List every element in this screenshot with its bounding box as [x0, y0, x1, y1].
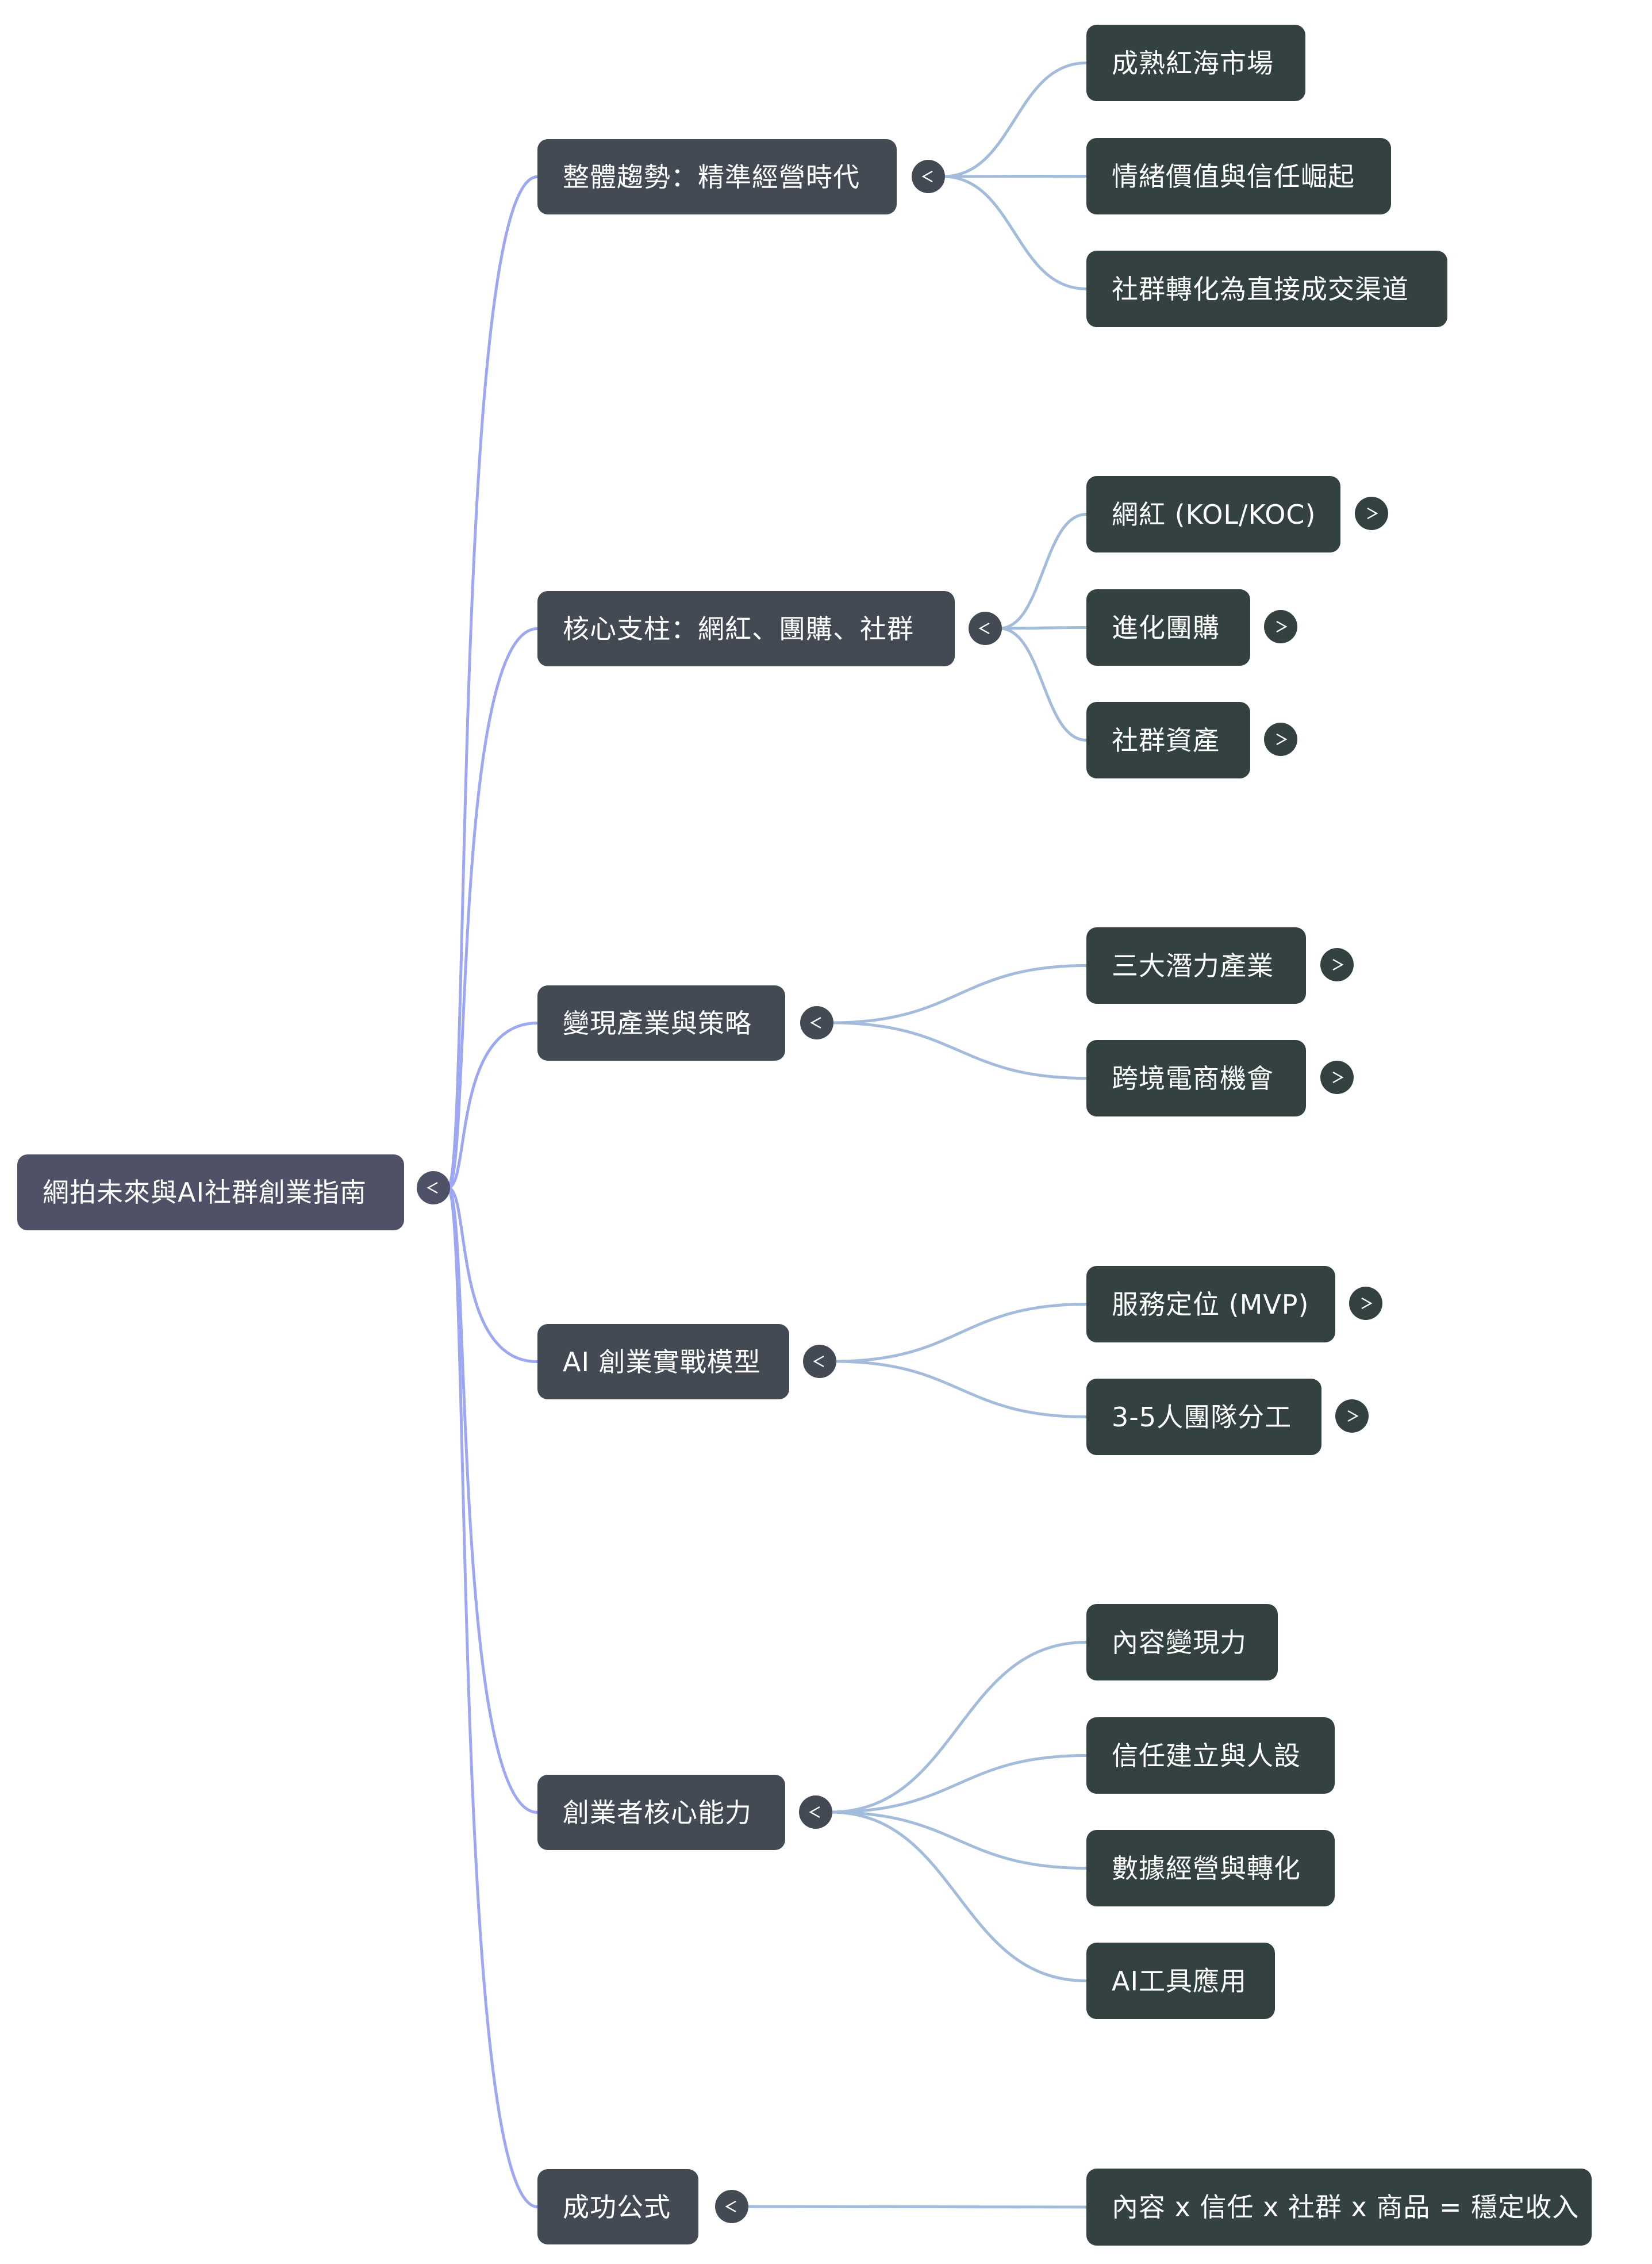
leaf-node-label: 社群資產	[1112, 724, 1220, 756]
chevron-right-icon	[1367, 507, 1378, 520]
leaf-node-label: 網紅 (KOL/KOC)	[1112, 498, 1316, 530]
branch-node-label: 成功公式	[563, 2191, 671, 2223]
chevron-right-icon	[1347, 1410, 1359, 1422]
chevron-right-icon	[1361, 1297, 1373, 1310]
leaf-node-label: 跨境電商機會	[1112, 1062, 1274, 1094]
branch-to-leaf-connector	[942, 175, 1087, 290]
collapse-branch-button[interactable]	[715, 2190, 748, 2223]
collapse-branch-button[interactable]	[800, 1006, 833, 1039]
leaf-node[interactable]: 網紅 (KOL/KOC)	[1086, 476, 1340, 552]
leaf-node-label: 社群轉化為直接成交渠道	[1112, 273, 1409, 305]
leaf-node[interactable]: 成熟紅海市場	[1086, 25, 1305, 101]
branch-to-leaf-connector	[829, 1641, 1087, 1814]
branch-to-leaf-connector	[829, 1754, 1087, 1814]
chevron-right-icon	[1332, 958, 1344, 971]
branch-node[interactable]: 變現產業與策略	[537, 985, 785, 1061]
branch-node[interactable]: 成功公式	[537, 2169, 698, 2244]
root-node[interactable]: 網拍未來與AI社群創業指南	[17, 1154, 404, 1230]
branch-to-leaf-connector	[942, 175, 1087, 178]
leaf-node[interactable]: 情緒價值與信任崛起	[1086, 138, 1391, 214]
expand-leaf-button[interactable]	[1335, 1399, 1369, 1433]
leaf-node[interactable]: 社群資產	[1086, 702, 1250, 778]
chevron-left-icon	[810, 1016, 821, 1029]
leaf-node-label: 數據經營與轉化	[1112, 1852, 1301, 1884]
leaf-node[interactable]: 社群轉化為直接成交渠道	[1086, 251, 1447, 327]
branch-node-label: 整體趨勢：精準經營時代	[563, 161, 860, 193]
leaf-node-label: AI工具應用	[1112, 1965, 1247, 1997]
root-to-branch-connector	[446, 1186, 538, 1814]
collapse-branch-button[interactable]	[912, 160, 945, 193]
branch-to-leaf-connector	[942, 62, 1087, 178]
root-to-branch-connector	[447, 1186, 538, 1363]
branch-to-leaf-connector	[831, 1021, 1087, 1080]
branch-node[interactable]: 整體趨勢：精準經營時代	[537, 139, 897, 214]
chevron-right-icon	[1276, 733, 1288, 746]
branch-node-label: 變現產業與策略	[563, 1007, 752, 1039]
leaf-node-label: 進化團購	[1112, 612, 1220, 643]
branch-node-label: AI 創業實戰模型	[563, 1346, 761, 1377]
collapse-branch-button[interactable]	[799, 1795, 832, 1829]
expand-leaf-button[interactable]	[1320, 948, 1354, 981]
branch-to-leaf-connector	[829, 1810, 1087, 1982]
chevron-left-icon	[809, 1806, 820, 1818]
branch-node[interactable]: 創業者核心能力	[537, 1775, 785, 1850]
chevron-left-icon	[978, 622, 990, 635]
branch-node[interactable]: 核心支柱：網紅、團購、社群	[537, 591, 955, 666]
chevron-left-icon	[427, 1181, 438, 1194]
chevron-right-icon	[1276, 620, 1288, 633]
collapse-root-button[interactable]	[417, 1171, 450, 1204]
leaf-node[interactable]: 數據經營與轉化	[1086, 1830, 1335, 1906]
leaf-node[interactable]: 3-5人團隊分工	[1086, 1379, 1321, 1455]
leaf-node[interactable]: 內容變現力	[1086, 1604, 1278, 1680]
root-node-label: 網拍未來與AI社群創業指南	[43, 1177, 367, 1208]
expand-leaf-button[interactable]	[1320, 1061, 1354, 1094]
branch-to-leaf-connector	[999, 626, 1087, 630]
branch-to-leaf-connector	[831, 964, 1087, 1024]
leaf-node[interactable]: 進化團購	[1086, 589, 1250, 666]
chevron-left-icon	[813, 1355, 824, 1368]
leaf-node[interactable]: AI工具應用	[1086, 1943, 1275, 2019]
leaf-node-label: 信任建立與人設	[1112, 1740, 1301, 1771]
expand-leaf-button[interactable]	[1355, 497, 1388, 530]
branch-to-leaf-connector	[999, 513, 1087, 630]
leaf-node-label: 3-5人團隊分工	[1112, 1401, 1292, 1433]
leaf-node[interactable]: 三大潛力產業	[1086, 927, 1306, 1004]
expand-leaf-button[interactable]	[1264, 723, 1297, 756]
leaf-node[interactable]: 信任建立與人設	[1086, 1717, 1335, 1794]
root-to-branch-connector	[447, 1022, 538, 1189]
branch-to-leaf-connector	[829, 1810, 1087, 1870]
leaf-node-label: 服務定位 (MVP)	[1112, 1288, 1309, 1320]
expand-leaf-button[interactable]	[1264, 610, 1297, 643]
chevron-left-icon	[725, 2200, 736, 2213]
leaf-node-label: 情緒價值與信任崛起	[1112, 160, 1355, 192]
root-to-branch-connector	[447, 627, 538, 1189]
root-to-branch-connector	[446, 1186, 538, 2208]
leaf-node-label: 內容變現力	[1112, 1626, 1247, 1658]
branch-to-leaf-connector	[833, 1303, 1087, 1363]
collapse-branch-button[interactable]	[969, 612, 1002, 645]
collapse-branch-button[interactable]	[803, 1345, 836, 1378]
branch-node-label: 創業者核心能力	[563, 1797, 752, 1828]
branch-to-leaf-connector	[999, 627, 1087, 742]
leaf-node[interactable]: 服務定位 (MVP)	[1086, 1266, 1335, 1342]
branch-to-leaf-connector	[833, 1360, 1087, 1418]
leaf-node[interactable]: 內容 x 信任 x 社群 x 商品 = 穩定收入	[1086, 2169, 1592, 2246]
expand-leaf-button[interactable]	[1349, 1287, 1382, 1320]
chevron-right-icon	[1332, 1071, 1344, 1084]
branch-node[interactable]: AI 創業實戰模型	[537, 1324, 789, 1399]
root-to-branch-connector	[446, 175, 538, 1189]
leaf-node-label: 三大潛力產業	[1112, 950, 1274, 981]
leaf-node[interactable]: 跨境電商機會	[1086, 1040, 1306, 1116]
branch-node-label: 核心支柱：網紅、團購、社群	[563, 613, 914, 644]
chevron-left-icon	[921, 170, 933, 183]
leaf-node-label: 成熟紅海市場	[1112, 47, 1274, 79]
leaf-node-label: 內容 x 信任 x 社群 x 商品 = 穩定收入	[1112, 2192, 1580, 2223]
